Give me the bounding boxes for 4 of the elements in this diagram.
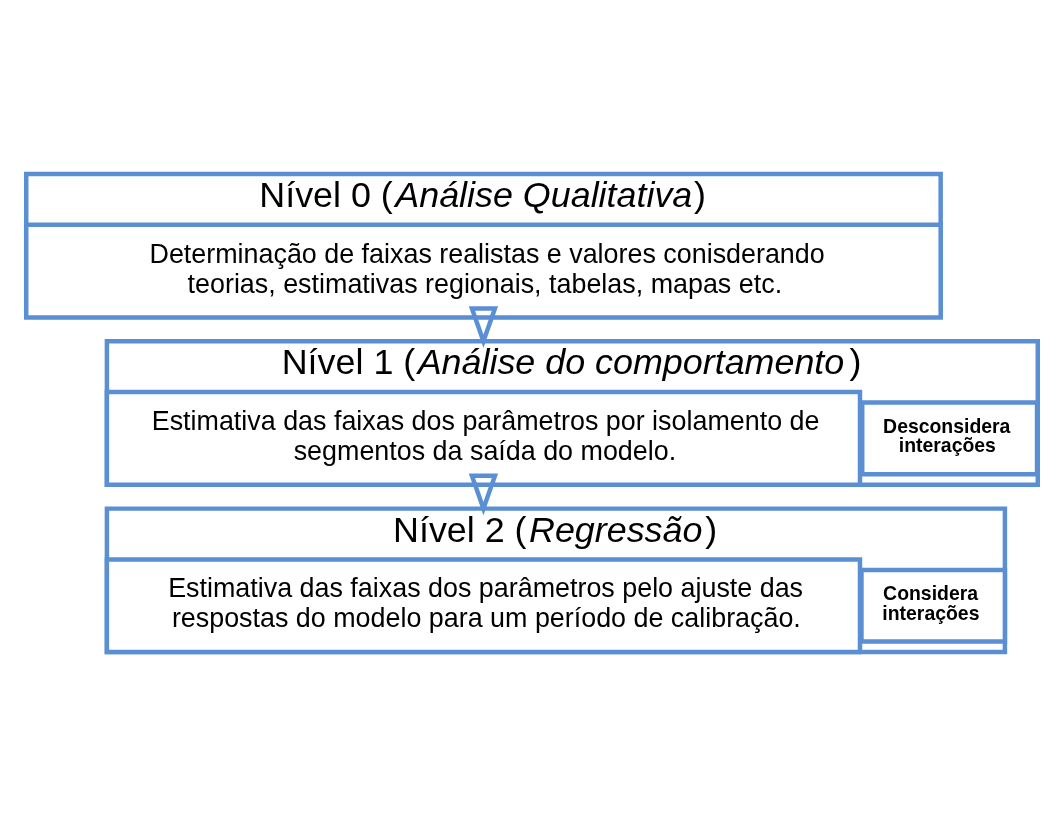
node-box: Considera interações [859, 567, 1008, 644]
arrow [468, 306, 499, 349]
node-box: Estimativa das faixas dos parâmetros pelo ajuste das respostas do modelo para um período de calibração. [104, 557, 863, 655]
arrow [468, 473, 499, 516]
